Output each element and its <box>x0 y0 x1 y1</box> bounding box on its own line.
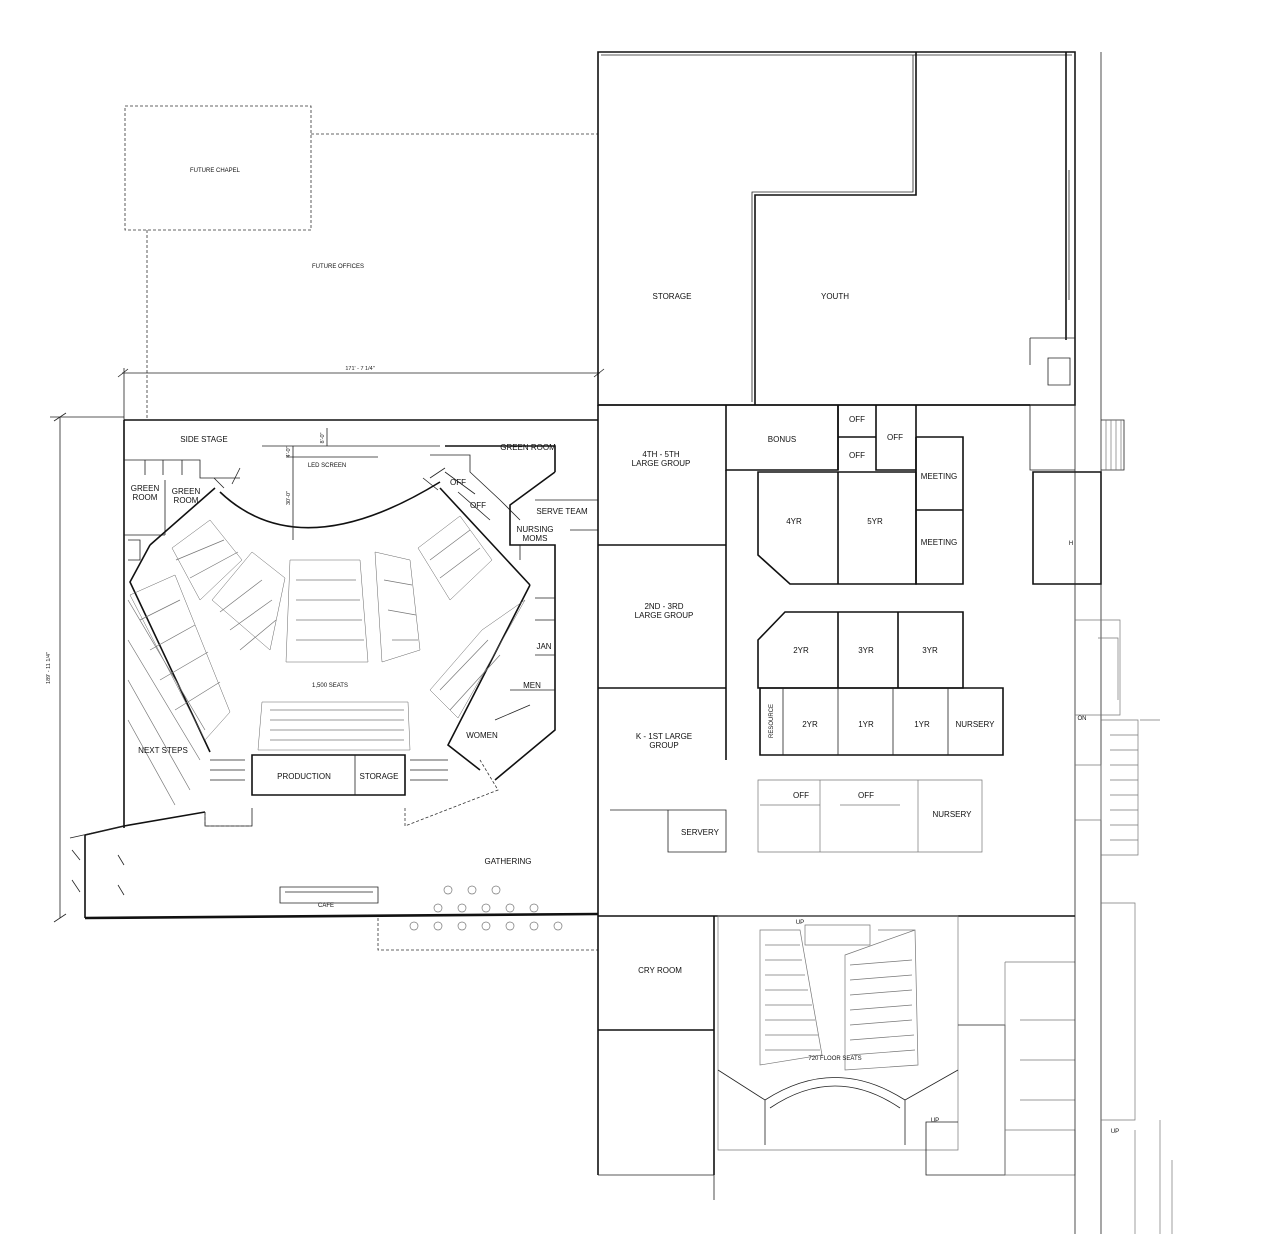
3yr-b-label: 3YR <box>922 646 938 655</box>
3yr-a-label: 3YR <box>858 646 874 655</box>
men-label: MEN <box>523 681 541 690</box>
side-stage-label: SIDE STAGE <box>180 435 227 444</box>
green-room-b-label-2: ROOM <box>174 496 199 505</box>
youth-label: YOUTH <box>821 292 849 301</box>
on-label: ON <box>1078 716 1087 722</box>
servery-label: SERVERY <box>681 828 720 837</box>
future-chapel-zone: FUTURE CHAPEL FUTURE OFFICES <box>124 105 598 418</box>
led-screen-label: LED SCREEN <box>308 463 346 469</box>
future-offices-label: FUTURE OFFICES <box>312 264 364 270</box>
off-6-label: OFF <box>793 791 809 800</box>
height-dimension: 189' - 11 1/4" <box>46 652 52 684</box>
cafe-tables <box>409 885 563 931</box>
large-group-k1-label-1: K - 1ST LARGE <box>636 732 692 741</box>
cafe-label: CAFE <box>318 903 334 909</box>
gathering-label: GATHERING <box>485 857 532 866</box>
storage-youth-block: STORAGE YOUTH <box>597 51 1076 406</box>
seats-1500-label: 1,500 SEATS <box>312 683 348 689</box>
green-room-a-label-1: GREEN <box>131 484 160 493</box>
production-label: PRODUCTION <box>277 772 331 781</box>
large-group-45-label-2: LARGE GROUP <box>632 459 691 468</box>
dimension-lines: 171' - 7 1/4" 189' - 11 1/4" <box>46 366 605 923</box>
1yr-a-label: 1YR <box>858 720 874 729</box>
h-label: H <box>1069 541 1073 547</box>
storage-stage-label: STORAGE <box>360 772 399 781</box>
off-1-label: OFF <box>450 478 466 487</box>
childrens-wing: 4TH - 5TH LARGE GROUP 2ND - 3RD LARGE GR… <box>597 404 1125 1175</box>
east-edge: ON UP <box>1074 52 1173 1234</box>
5yr-label: 5YR <box>867 517 883 526</box>
up-3-label: UP <box>1111 1129 1119 1135</box>
nursery-a-label: NURSERY <box>956 720 996 729</box>
large-group-k1-label-2: GROUP <box>649 741 678 750</box>
4yr-label: 4YR <box>786 517 802 526</box>
nursing-moms-label-1: NURSING <box>517 525 554 534</box>
large-group-45-label-1: 4TH - 5TH <box>642 450 680 459</box>
off-4-label: OFF <box>849 451 865 460</box>
women-label: WOMEN <box>466 731 498 740</box>
off-5-label: OFF <box>887 433 903 442</box>
bonus-label: BONUS <box>768 435 796 444</box>
south-auditorium: CRY ROOM 720 FLOOR SEATS UP UP <box>598 915 1076 1200</box>
future-chapel-label: FUTURE CHAPEL <box>190 168 241 174</box>
green-room-b-label-1: GREEN <box>172 487 201 496</box>
off-3-label: OFF <box>849 415 865 424</box>
up-1-label: UP <box>796 920 804 926</box>
large-group-23-label-1: 2ND - 3RD <box>644 602 683 611</box>
2yr-a-label: 2YR <box>793 646 809 655</box>
off-7-label: OFF <box>858 791 874 800</box>
auditorium-wing: GREEN ROOM GREEN ROOM SIDE STAGE 8'-0" 4… <box>69 419 599 951</box>
screen-dim-a: 8'-0" <box>320 432 326 443</box>
off-2-label: OFF <box>470 501 486 510</box>
1yr-b-label: 1YR <box>914 720 930 729</box>
next-steps-label: NEXT STEPS <box>138 746 188 755</box>
meeting-2-label: MEETING <box>921 538 957 547</box>
nursing-moms-label-2: MOMS <box>523 534 548 543</box>
seats-720-label: 720 FLOOR SEATS <box>808 1056 861 1062</box>
up-2-label: UP <box>931 1118 939 1124</box>
meeting-1-label: MEETING <box>921 472 957 481</box>
2yr-b-label: 2YR <box>802 720 818 729</box>
serve-team-label: SERVE TEAM <box>536 507 588 516</box>
screen-dim-b: 4'-0" <box>286 446 292 457</box>
large-group-23-label-2: LARGE GROUP <box>635 611 694 620</box>
cry-room-label: CRY ROOM <box>638 966 682 975</box>
nursery-b-label: NURSERY <box>933 810 973 819</box>
screen-dim-c: 30'-0" <box>286 491 292 505</box>
resource-label: RESOURCE <box>769 704 775 738</box>
storage-label: STORAGE <box>653 292 692 301</box>
green-room-label: GREEN ROOM <box>500 443 556 452</box>
jan-label: JAN <box>536 642 551 651</box>
width-dimension: 171' - 7 1/4" <box>345 366 374 372</box>
green-room-a-label-2: ROOM <box>133 493 158 502</box>
